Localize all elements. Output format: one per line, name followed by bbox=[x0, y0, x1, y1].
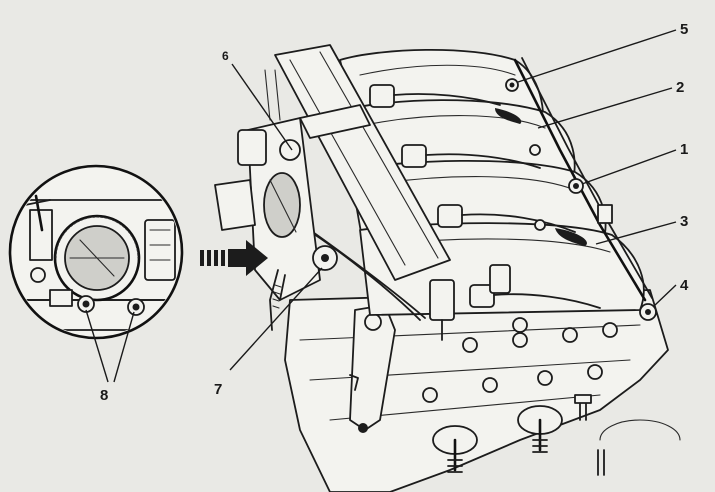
callout-label-1: 1 bbox=[680, 141, 688, 158]
fuel-rail bbox=[274, 44, 451, 321]
callout-label-4: 4 bbox=[680, 277, 689, 294]
callout-label-3: 3 bbox=[680, 213, 688, 230]
callout-label-7: 7 bbox=[214, 381, 222, 398]
callout-labels: 5 2 1 3 4 6 7 8 bbox=[100, 21, 689, 404]
bolt-markers bbox=[505, 78, 657, 321]
inset-detail bbox=[8, 164, 184, 340]
callout-label-8: 8 bbox=[100, 387, 108, 404]
callout-label-2: 2 bbox=[676, 79, 684, 96]
callout-label-5: 5 bbox=[680, 21, 688, 38]
throttle-body bbox=[214, 69, 338, 331]
cylinder-head bbox=[284, 289, 681, 492]
injectors bbox=[369, 84, 613, 341]
view-direction-arrow bbox=[200, 240, 268, 276]
callout-label-6: 6 bbox=[222, 49, 229, 63]
callout-leaders bbox=[85, 29, 677, 383]
lifting-bracket bbox=[349, 304, 396, 433]
